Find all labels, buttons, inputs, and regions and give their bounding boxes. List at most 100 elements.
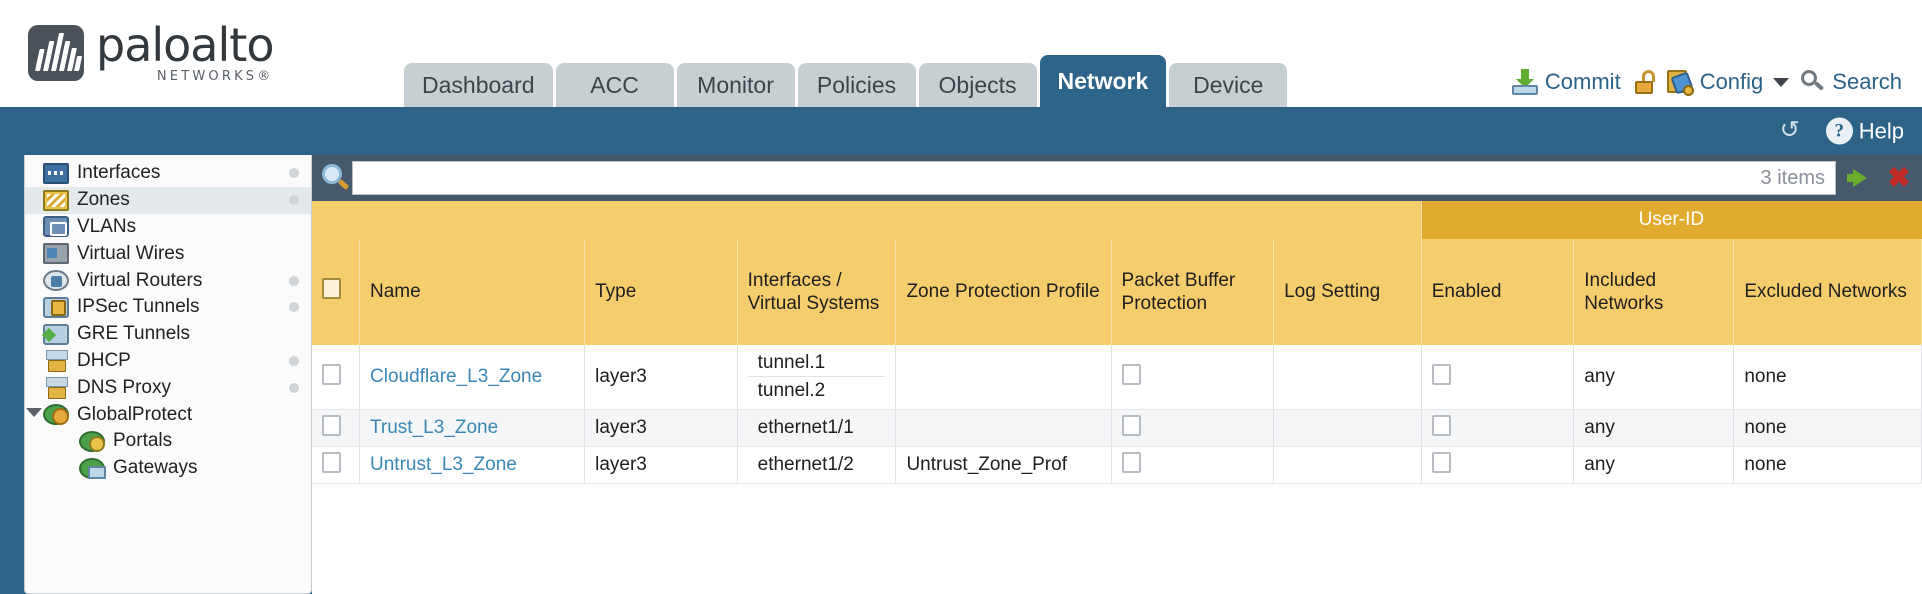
sidebar-item-dns-proxy[interactable]: DNS Proxy — [25, 374, 311, 401]
paloalto-logo-mark-icon — [28, 24, 84, 81]
help-button[interactable]: ? Help — [1825, 117, 1904, 145]
row-select-checkbox[interactable] — [322, 363, 341, 385]
sidebar-item-status-dot — [289, 355, 299, 366]
cell-packet-buffer-protection — [1111, 409, 1275, 447]
sidebar-item-globalprotect[interactable]: GlobalProtect — [25, 401, 311, 428]
dns-proxy-icon — [43, 377, 69, 400]
row-select-cell — [312, 446, 361, 484]
sidebar-item-label: Zones — [77, 189, 130, 211]
commit-label: Commit — [1544, 69, 1621, 94]
row-select-checkbox[interactable] — [322, 414, 341, 436]
sidebar-item-label: IPSec Tunnels — [77, 296, 200, 318]
nav-tab-device[interactable]: Device — [1169, 63, 1288, 107]
nav-tab-policies[interactable]: Policies — [797, 63, 916, 107]
filter-input[interactable]: 3 items — [352, 161, 1836, 195]
unlocked-padlock-icon[interactable] — [1633, 70, 1655, 94]
search-button[interactable]: Search — [1801, 69, 1902, 95]
packet-buffer-protection-checkbox[interactable] — [1121, 451, 1141, 473]
packet-buffer-protection-checkbox[interactable] — [1121, 363, 1141, 385]
sidebar-item-virtual-routers[interactable]: Virtual Routers — [25, 267, 311, 294]
user-id-enabled-checkbox[interactable] — [1431, 451, 1451, 473]
cell-enabled — [1421, 345, 1575, 410]
row-select-cell — [312, 409, 361, 447]
sidebar-item-zones[interactable]: Zones — [25, 186, 311, 214]
cell-zone-protection-profile — [895, 345, 1112, 410]
refresh-icon[interactable]: ↺ — [1779, 116, 1800, 143]
user-id-enabled-checkbox[interactable] — [1431, 414, 1451, 436]
zone-name-link[interactable]: Trust_L3_Zone — [370, 417, 499, 438]
expander-triangle-icon[interactable] — [26, 408, 42, 418]
ipsec-tunnels-icon — [43, 296, 69, 318]
sidebar-item-interfaces[interactable]: Interfaces — [25, 160, 311, 187]
gateways-icon — [79, 457, 106, 479]
column-header-name[interactable]: Name — [359, 239, 586, 345]
column-header-packet-buffer-protection[interactable]: Packet Buffer Protection — [1111, 239, 1275, 345]
sidebar-item-label: DHCP — [77, 349, 131, 371]
apply-filter-arrow-icon[interactable] — [1845, 163, 1875, 193]
search-label: Search — [1832, 69, 1902, 94]
cell-excluded-networks: none — [1733, 446, 1922, 484]
sidebar-item-label: Gateways — [113, 457, 198, 479]
cell-included-networks: any — [1573, 345, 1735, 410]
band-actions: ↺ ? Help — [1779, 116, 1904, 145]
nav-tab-acc[interactable]: ACC — [555, 63, 674, 107]
zone-name-link[interactable]: Untrust_L3_Zone — [370, 454, 517, 475]
nav-tab-objects[interactable]: Objects — [918, 63, 1037, 107]
brand-tagline: NETWORKS — [156, 69, 258, 84]
sidebar-item-label: Virtual Routers — [77, 269, 203, 291]
user-id-enabled-checkbox[interactable] — [1431, 363, 1451, 385]
sidebar-item-virtual-wires[interactable]: Virtual Wires — [25, 240, 311, 267]
column-header-log-setting[interactable]: Log Setting — [1273, 239, 1422, 345]
zone-name-link[interactable]: Cloudflare_L3_Zone — [370, 366, 543, 387]
select-all-header-cell — [312, 239, 361, 345]
config-menu-button[interactable]: Config — [1666, 69, 1790, 96]
packet-buffer-protection-checkbox[interactable] — [1121, 414, 1141, 436]
cell-excluded-networks: none — [1733, 345, 1922, 410]
sidebar-item-gateways[interactable]: Gateways — [25, 455, 311, 482]
sidebar-item-gre-tunnels[interactable]: GRE Tunnels — [25, 321, 311, 348]
sidebar-item-vlans[interactable]: VLANs — [25, 214, 311, 241]
column-header-interfaces-virtual-systems[interactable]: Interfaces / Virtual Systems — [737, 239, 897, 345]
column-header-enabled[interactable]: Enabled — [1421, 239, 1575, 345]
sidebar-item-portals[interactable]: Portals — [25, 428, 311, 455]
cell-type: layer3 — [584, 345, 738, 410]
search-filter-icon[interactable] — [318, 161, 352, 195]
column-header-zone-protection-profile[interactable]: Zone Protection Profile — [895, 239, 1112, 345]
cell-included-networks: any — [1573, 409, 1735, 447]
nav-tab-dashboard[interactable]: Dashboard — [404, 63, 553, 107]
interface-entry: tunnel.2 — [757, 380, 826, 401]
clear-filter-x-icon[interactable]: ✖ — [1887, 162, 1911, 193]
cell-log-setting — [1273, 409, 1422, 447]
item-count: 3 items — [1760, 166, 1825, 189]
sidebar-item-status-dot — [289, 302, 299, 313]
cell-enabled — [1421, 409, 1575, 447]
search-icon — [1801, 70, 1825, 94]
filter-bar: 3 items ✖ — [312, 155, 1922, 201]
column-header-included-networks[interactable]: Included Networks — [1573, 239, 1735, 345]
cell-name: Trust_L3_Zone — [359, 409, 586, 447]
sidebar-item-ipsec-tunnels[interactable]: IPSec Tunnels — [25, 294, 311, 321]
question-mark-icon: ? — [1825, 117, 1853, 145]
sidebar-item-dhcp[interactable]: DHCP — [25, 348, 311, 375]
vlans-icon — [43, 216, 69, 238]
commit-button[interactable]: Commit — [1511, 69, 1621, 95]
nav-tab-monitor[interactable]: Monitor — [676, 63, 795, 107]
column-header-type[interactable]: Type — [584, 239, 738, 345]
cell-zone-protection-profile — [895, 409, 1112, 447]
nav-tab-network[interactable]: Network — [1039, 55, 1167, 107]
column-header-excluded-networks[interactable]: Excluded Networks — [1733, 239, 1922, 345]
sub-header-band: ↺ ? Help — [0, 107, 1922, 155]
select-all-checkbox[interactable] — [322, 278, 341, 300]
sidebar-item-status-dot — [289, 195, 299, 206]
row-select-checkbox[interactable] — [322, 451, 341, 473]
